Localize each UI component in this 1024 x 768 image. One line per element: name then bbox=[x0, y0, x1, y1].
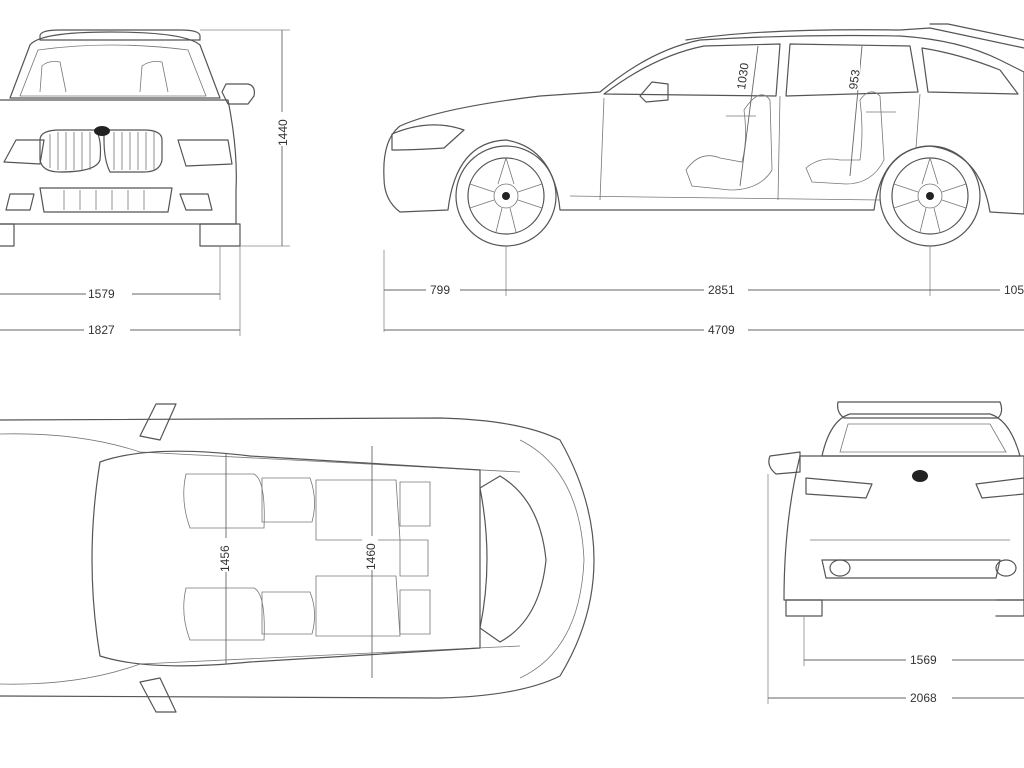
rear-width-dimension: 2068 bbox=[767, 474, 1024, 706]
rear-overhang-label: 105 bbox=[1004, 283, 1024, 297]
rear-shoulder-label: 1460 bbox=[364, 543, 378, 570]
top-view: 1456 1460 bbox=[0, 403, 595, 713]
front-track-label: 1579 bbox=[88, 287, 115, 301]
rear-track-label: 1569 bbox=[910, 653, 937, 667]
rear-view: 1569 2068 bbox=[767, 401, 1024, 706]
front-headroom-label: 1030 bbox=[734, 62, 752, 91]
rear-headroom-label: 953 bbox=[846, 68, 863, 90]
front-width-label: 1827 bbox=[88, 323, 115, 337]
rear-headroom-dimension: 953 bbox=[844, 45, 863, 177]
wheelbase-dimension: 2851 bbox=[506, 282, 930, 298]
front-shoulder-dimension: 1456 bbox=[216, 454, 232, 664]
rear-brand-logo bbox=[912, 470, 928, 482]
front-height-dimension: 1440 bbox=[200, 29, 290, 247]
front-width-dimension: 1827 bbox=[0, 246, 241, 338]
wheelbase-label: 2851 bbox=[708, 283, 735, 297]
front-height-label: 1440 bbox=[276, 119, 290, 146]
length-dimension: 4709 bbox=[384, 322, 1024, 338]
side-view: 1030 953 799 2851 105 bbox=[383, 23, 1024, 338]
rear-shoulder-dimension: 1460 bbox=[362, 446, 378, 678]
front-headroom-dimension: 1030 bbox=[732, 45, 759, 187]
front-overhang-label: 799 bbox=[430, 283, 450, 297]
rear-track-dimension: 1569 bbox=[803, 616, 1024, 668]
length-label: 4709 bbox=[708, 323, 735, 337]
front-overhang-dimension: 799 bbox=[384, 282, 506, 298]
front-shoulder-label: 1456 bbox=[218, 545, 232, 572]
brand-logo bbox=[94, 126, 110, 136]
rear-overhang-dimension: 105 bbox=[930, 282, 1024, 298]
rear-width-label: 2068 bbox=[910, 691, 937, 705]
front-track-dimension: 1579 bbox=[0, 246, 221, 302]
front-view: 1440 1579 1827 bbox=[0, 29, 290, 338]
